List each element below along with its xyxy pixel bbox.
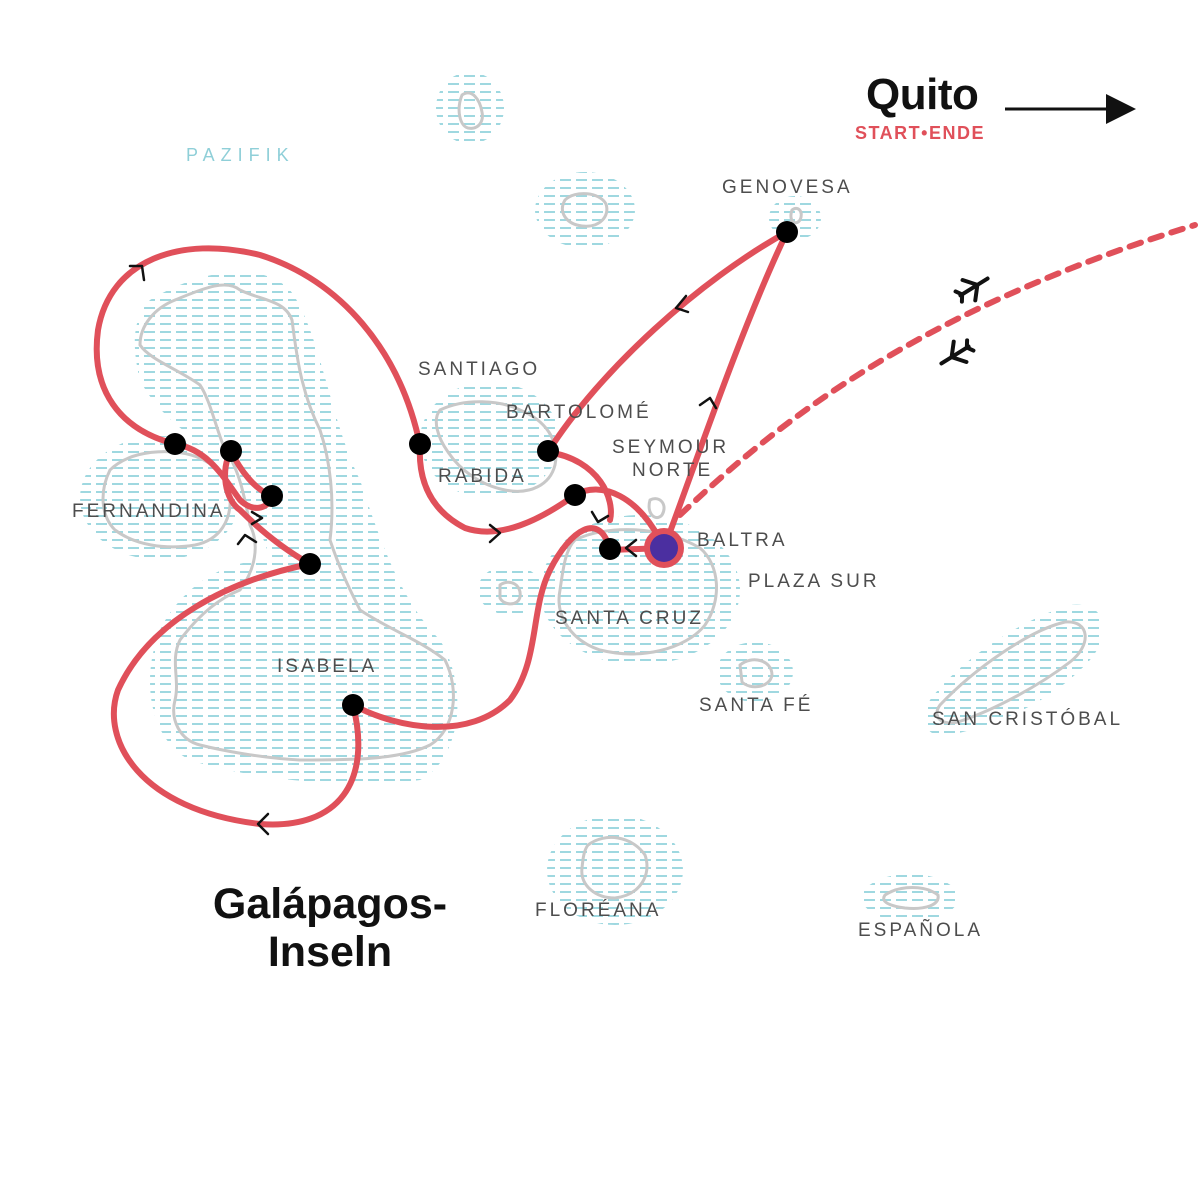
arrow-right-icon xyxy=(488,523,502,544)
label-bartolome: BARTOLOMÉ xyxy=(506,402,652,423)
label-santa-cruz: SANTA CRUZ xyxy=(555,608,704,629)
island-san-cristobal xyxy=(935,620,1087,725)
label-baltra: BALTRA xyxy=(697,530,788,551)
start-end-marker xyxy=(644,528,684,568)
route-rabida-santiago xyxy=(416,442,578,535)
label-isabela: ISABELA xyxy=(277,656,378,677)
island-marchena xyxy=(560,192,609,228)
route-genovesa-bartolome xyxy=(545,229,790,455)
start-end-label: START•ENDE xyxy=(855,123,985,144)
ocean-label: PAZIFIK xyxy=(186,145,295,165)
label-san-cristobal: SAN CRISTÓBAL xyxy=(932,709,1124,730)
arrow-right-icon xyxy=(698,396,718,410)
stop-rabida xyxy=(564,484,586,506)
airplane-icon xyxy=(939,338,976,366)
route-santiago-north-loop xyxy=(93,245,423,448)
route-isabela-santacruz xyxy=(350,525,613,730)
airplane-icon xyxy=(953,276,990,304)
label-seymour-1: SEYMOUR xyxy=(612,437,730,458)
stop-isabela-south xyxy=(342,694,364,716)
arrow-right-icon xyxy=(256,812,270,836)
arrow-right-icon xyxy=(590,510,610,524)
arrow-right-icon xyxy=(674,294,690,314)
stop-santiago xyxy=(409,433,431,455)
route-direction-arrows xyxy=(128,264,718,836)
map-title: Galápagos- Inseln xyxy=(180,880,480,976)
island-genovesa xyxy=(789,206,803,225)
end-label: ENDE xyxy=(928,123,985,143)
island-santa-fe xyxy=(738,658,774,689)
flight-path xyxy=(677,222,1198,518)
stop-santa-cruz xyxy=(599,538,621,560)
label-rabida: RABIDA xyxy=(438,466,527,487)
stop-bartolome xyxy=(537,440,559,462)
map-title-line2: Inseln xyxy=(267,928,393,976)
arrow-right-icon xyxy=(128,264,146,282)
arrow-right-icon xyxy=(250,510,264,526)
arrow-right-icon xyxy=(236,533,258,546)
island-espanola xyxy=(882,886,940,910)
label-floreana: FLORÉANA xyxy=(535,900,662,921)
label-santiago: SANTIAGO xyxy=(418,359,541,380)
stop-isabela-north-1 xyxy=(220,440,242,462)
stop-genovesa xyxy=(776,221,798,243)
stop-isabela-north-2 xyxy=(261,485,283,507)
island-floreana xyxy=(580,836,649,900)
water-hatching xyxy=(80,72,1104,925)
destination-quito: Quito xyxy=(866,70,979,119)
island-santiago xyxy=(434,400,558,493)
island-north-islet xyxy=(457,91,484,130)
label-seymour-2: NORTE xyxy=(632,460,714,481)
map-title-line1: Galápagos- xyxy=(212,880,448,928)
arrow-right-icon xyxy=(624,538,638,558)
route-stops xyxy=(164,221,798,716)
label-genovesa: GENOVESA xyxy=(722,177,853,198)
label-plaza-sur: PLAZA SUR xyxy=(748,571,880,592)
stop-fernandina xyxy=(164,433,186,455)
route-baltra-genovesa xyxy=(661,229,790,551)
stop-isabela-west xyxy=(299,553,321,575)
start-label: START xyxy=(855,123,922,143)
label-santa-fe: SANTA FÉ xyxy=(699,695,814,716)
island-pinzon xyxy=(498,580,522,606)
island-seymour xyxy=(647,497,666,520)
separator-dot: • xyxy=(921,123,929,143)
label-fernandina: FERNANDINA xyxy=(72,501,226,522)
route-isabela-south-loop xyxy=(111,561,362,828)
label-espanola: ESPAÑOLA xyxy=(858,920,984,941)
